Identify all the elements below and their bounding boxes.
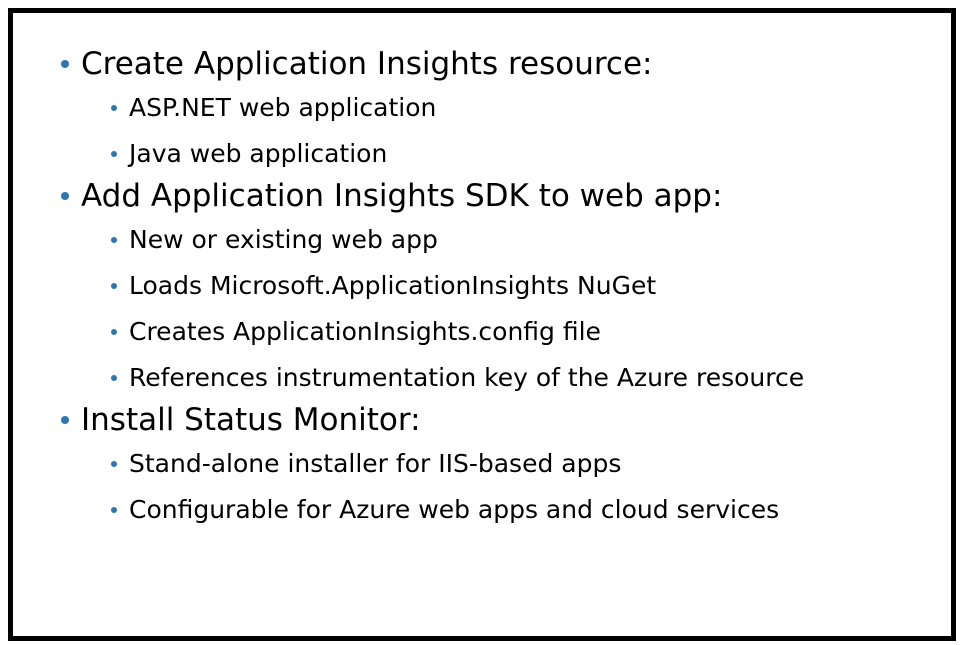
section-create-resource: Create Application Insights resource: AS… bbox=[61, 43, 931, 171]
list-item: References instrumentation key of the Az… bbox=[111, 361, 931, 395]
sub-bullet-list: New or existing web app Loads Microsoft.… bbox=[81, 223, 931, 395]
list-item-text: Loads Microsoft.ApplicationInsights NuGe… bbox=[129, 271, 657, 300]
list-item-text: Stand-alone installer for IIS-based apps bbox=[129, 449, 622, 478]
bullet-dot-icon bbox=[61, 192, 69, 200]
bullet-dot-icon bbox=[111, 461, 117, 467]
slide-content: Create Application Insights resource: AS… bbox=[13, 13, 951, 636]
list-item: Creates ApplicationInsights.config file bbox=[111, 315, 931, 349]
bullet-dot-icon bbox=[111, 283, 117, 289]
slide-frame: Create Application Insights resource: AS… bbox=[8, 8, 956, 641]
section-heading: Add Application Insights SDK to web app: bbox=[81, 178, 723, 214]
list-item-text: New or existing web app bbox=[129, 225, 438, 254]
list-item: Loads Microsoft.ApplicationInsights NuGe… bbox=[111, 269, 931, 303]
section-heading: Install Status Monitor: bbox=[81, 402, 421, 438]
list-item-text: References instrumentation key of the Az… bbox=[129, 363, 805, 392]
section-status-monitor: Install Status Monitor: Stand-alone inst… bbox=[61, 399, 931, 527]
list-item-text: Creates ApplicationInsights.config file bbox=[129, 317, 601, 346]
list-item-text: Configurable for Azure web apps and clou… bbox=[129, 495, 780, 524]
list-item-text: ASP.NET web application bbox=[129, 93, 437, 122]
bullet-dot-icon bbox=[111, 329, 117, 335]
list-item: ASP.NET web application bbox=[111, 91, 931, 125]
bullet-dot-icon bbox=[61, 416, 69, 424]
section-heading: Create Application Insights resource: bbox=[81, 46, 653, 82]
bullet-dot-icon bbox=[111, 237, 117, 243]
list-item: Java web application bbox=[111, 137, 931, 171]
list-item: Configurable for Azure web apps and clou… bbox=[111, 493, 931, 527]
bullet-list: Create Application Insights resource: AS… bbox=[61, 43, 931, 529]
sub-bullet-list: Stand-alone installer for IIS-based apps… bbox=[81, 447, 931, 527]
list-item-text: Java web application bbox=[129, 139, 388, 168]
list-item: Stand-alone installer for IIS-based apps bbox=[111, 447, 931, 481]
list-item: New or existing web app bbox=[111, 223, 931, 257]
bullet-dot-icon bbox=[111, 375, 117, 381]
sub-bullet-list: ASP.NET web application Java web applica… bbox=[81, 91, 931, 171]
bullet-dot-icon bbox=[111, 151, 117, 157]
section-add-sdk: Add Application Insights SDK to web app:… bbox=[61, 175, 931, 395]
bullet-dot-icon bbox=[111, 507, 117, 513]
bullet-dot-icon bbox=[61, 60, 69, 68]
bullet-dot-icon bbox=[111, 105, 117, 111]
